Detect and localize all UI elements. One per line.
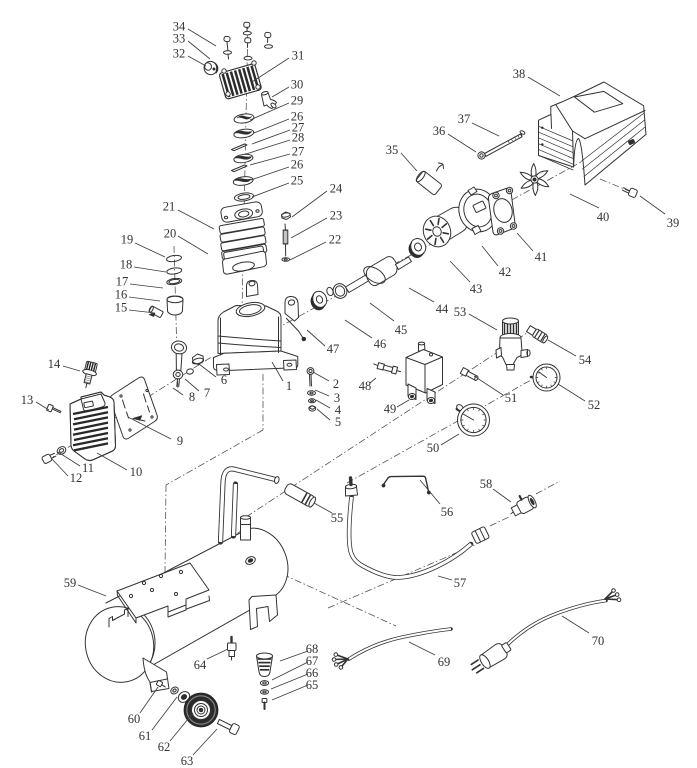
svg-text:64: 64 — [194, 658, 207, 672]
svg-text:30: 30 — [291, 78, 304, 92]
svg-text:29: 29 — [291, 94, 304, 108]
svg-text:1: 1 — [286, 379, 292, 393]
svg-text:20: 20 — [164, 227, 177, 241]
svg-text:40: 40 — [597, 210, 610, 224]
svg-text:25: 25 — [291, 174, 304, 188]
svg-text:4: 4 — [335, 403, 342, 417]
svg-text:66: 66 — [306, 666, 319, 680]
svg-text:15: 15 — [115, 301, 128, 315]
svg-text:51: 51 — [505, 391, 518, 405]
svg-text:32: 32 — [173, 47, 186, 61]
svg-text:70: 70 — [592, 634, 605, 648]
svg-text:14: 14 — [48, 357, 61, 371]
svg-text:34: 34 — [173, 20, 186, 34]
svg-text:2: 2 — [333, 377, 339, 391]
svg-text:49: 49 — [384, 402, 397, 416]
svg-text:9: 9 — [177, 434, 183, 448]
svg-text:37: 37 — [458, 112, 471, 126]
svg-text:55: 55 — [331, 511, 344, 525]
svg-text:17: 17 — [116, 275, 129, 289]
svg-text:23: 23 — [330, 209, 343, 223]
svg-text:61: 61 — [139, 729, 152, 743]
svg-text:8: 8 — [189, 390, 195, 404]
svg-text:18: 18 — [120, 258, 133, 272]
svg-text:27: 27 — [292, 145, 305, 159]
svg-text:21: 21 — [163, 200, 176, 214]
svg-text:31: 31 — [292, 49, 305, 63]
svg-text:42: 42 — [499, 265, 512, 279]
svg-text:52: 52 — [588, 398, 601, 412]
svg-text:53: 53 — [454, 305, 467, 319]
svg-text:63: 63 — [181, 754, 194, 768]
svg-text:3: 3 — [334, 391, 340, 405]
svg-text:44: 44 — [436, 302, 449, 316]
svg-text:39: 39 — [667, 216, 680, 230]
svg-text:16: 16 — [115, 288, 128, 302]
svg-text:26: 26 — [291, 110, 304, 124]
svg-text:68: 68 — [306, 642, 319, 656]
svg-text:12: 12 — [70, 471, 83, 485]
svg-text:65: 65 — [306, 678, 319, 692]
svg-text:35: 35 — [386, 143, 399, 157]
svg-text:56: 56 — [441, 505, 454, 519]
svg-text:6: 6 — [221, 373, 227, 387]
svg-text:11: 11 — [82, 461, 94, 475]
svg-text:47: 47 — [327, 342, 340, 356]
svg-text:41: 41 — [535, 250, 548, 264]
svg-text:24: 24 — [330, 182, 343, 196]
svg-text:7: 7 — [204, 386, 210, 400]
svg-text:33: 33 — [173, 32, 186, 46]
svg-text:5: 5 — [335, 415, 341, 429]
svg-text:45: 45 — [395, 323, 408, 337]
svg-text:48: 48 — [359, 379, 372, 393]
svg-text:58: 58 — [480, 477, 493, 491]
svg-text:27: 27 — [292, 121, 305, 135]
svg-text:22: 22 — [329, 233, 342, 247]
svg-text:28: 28 — [292, 131, 305, 145]
svg-text:26: 26 — [291, 158, 304, 172]
svg-text:69: 69 — [438, 655, 451, 669]
svg-text:67: 67 — [306, 654, 319, 668]
svg-text:50: 50 — [427, 441, 440, 455]
svg-text:54: 54 — [579, 353, 592, 367]
svg-text:36: 36 — [433, 124, 446, 138]
svg-text:62: 62 — [158, 740, 171, 754]
svg-text:19: 19 — [121, 233, 134, 247]
svg-text:13: 13 — [21, 393, 34, 407]
svg-text:38: 38 — [513, 67, 526, 81]
svg-text:46: 46 — [374, 337, 387, 351]
svg-text:43: 43 — [470, 282, 483, 296]
svg-text:10: 10 — [130, 465, 143, 479]
svg-text:59: 59 — [64, 576, 77, 590]
svg-text:57: 57 — [454, 576, 467, 590]
svg-text:60: 60 — [128, 712, 141, 726]
